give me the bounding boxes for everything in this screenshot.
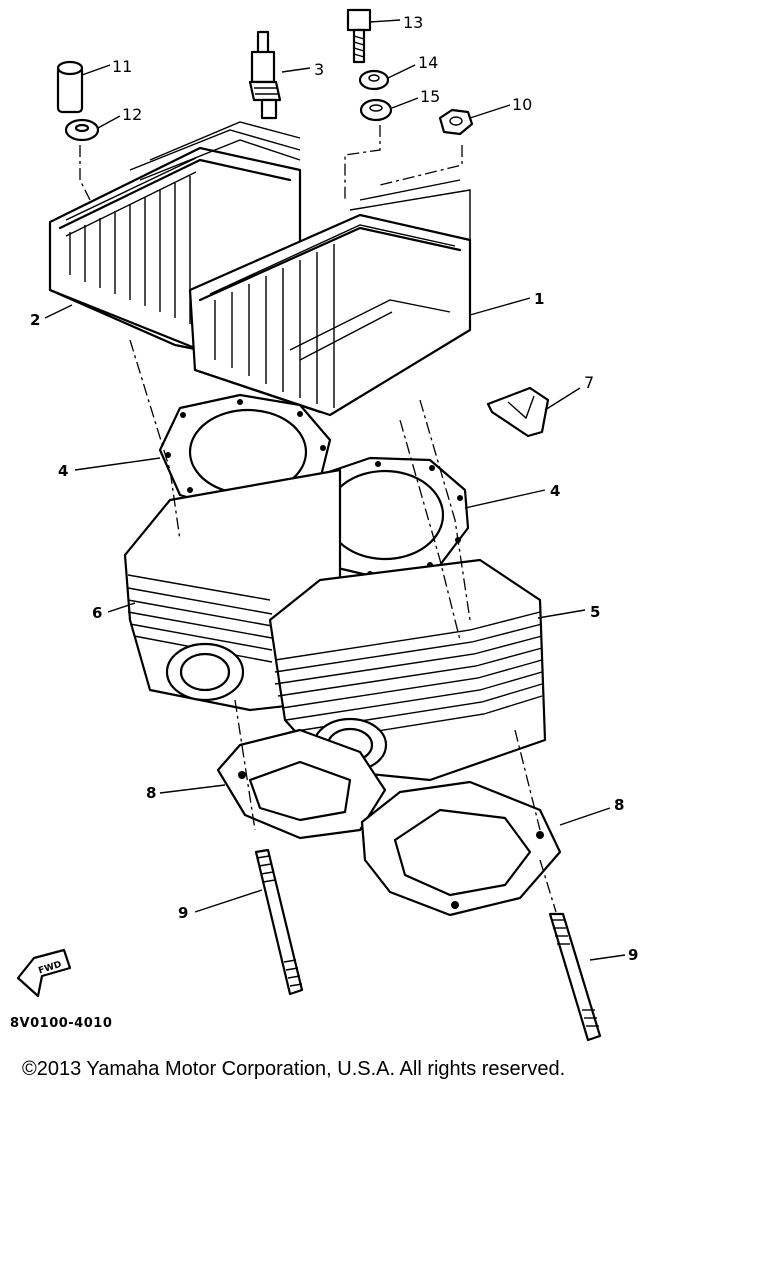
callout-15: 15 xyxy=(420,87,440,106)
head-gasket-right xyxy=(298,456,470,580)
callout-14: 14 xyxy=(418,53,438,72)
washer-14 xyxy=(358,69,390,91)
cylinder-head-right xyxy=(188,179,472,417)
callout-labels: 1 2 3 4 4 5 6 7 8 8 9 9 10 11 12 13 14 1… xyxy=(30,13,638,964)
callout-9-right: 9 xyxy=(628,946,638,964)
callout-12: 12 xyxy=(122,105,142,124)
collar-11 xyxy=(56,60,84,114)
callout-13: 13 xyxy=(403,13,423,32)
callout-3: 3 xyxy=(314,60,324,79)
callout-10: 10 xyxy=(512,95,532,114)
callout-4-left: 4 xyxy=(58,462,68,480)
drawing-code: 8V0100-4010 xyxy=(10,1016,113,1031)
callout-8-left: 8 xyxy=(146,784,156,802)
nut-10 xyxy=(438,108,474,136)
callout-4-right: 4 xyxy=(550,482,560,500)
callout-5: 5 xyxy=(590,603,600,621)
stud-right xyxy=(548,912,602,1042)
bolt-13 xyxy=(346,8,372,64)
cylinder-exploded-diagram: 1 2 3 4 4 5 6 7 8 8 9 9 10 11 12 13 14 1… xyxy=(16,8,638,1042)
base-gasket-left xyxy=(216,728,387,840)
bracket-7 xyxy=(486,386,550,438)
callout-7: 7 xyxy=(584,373,594,392)
callout-6: 6 xyxy=(92,604,102,622)
callout-1: 1 xyxy=(534,290,544,308)
leader-lines xyxy=(44,19,626,961)
fwd-arrow-icon: FWD xyxy=(16,948,72,998)
callout-2: 2 xyxy=(30,311,40,329)
washer-12 xyxy=(64,118,100,142)
copyright-notice: ©2013 Yamaha Motor Corporation, U.S.A. A… xyxy=(22,1058,566,1080)
callout-11: 11 xyxy=(112,57,132,76)
stud-left xyxy=(254,848,304,996)
callout-8-right: 8 xyxy=(614,796,624,814)
alignment-lines xyxy=(79,125,557,913)
spark-plug xyxy=(248,30,282,120)
washer-15 xyxy=(359,98,393,122)
callout-9-left: 9 xyxy=(178,904,188,922)
base-gasket-right xyxy=(360,780,562,917)
